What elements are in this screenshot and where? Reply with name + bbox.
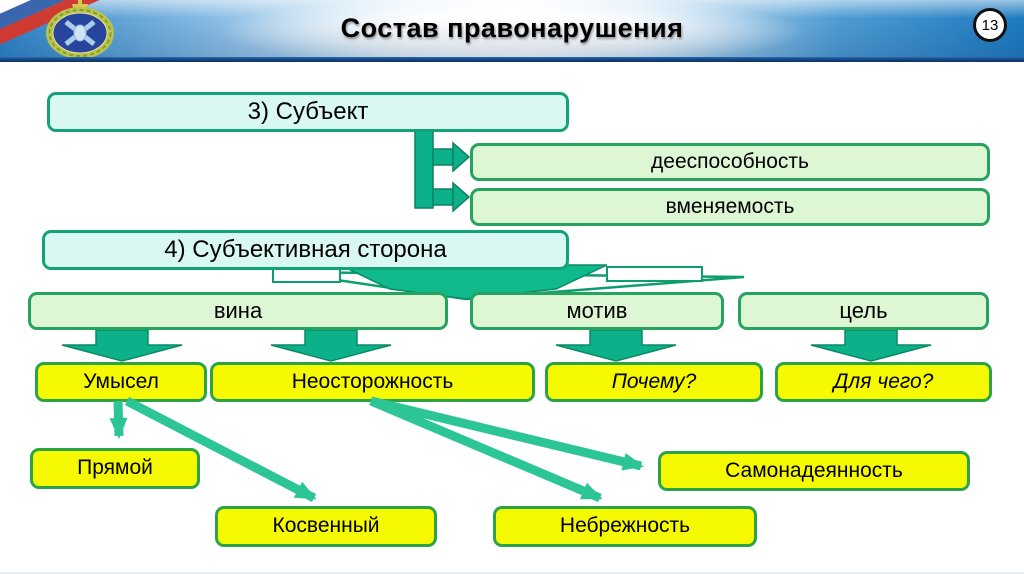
node-intent: Умысел bbox=[35, 362, 207, 402]
slide-title: Состав правонарушения bbox=[340, 13, 684, 43]
node-carelessness: Небрежность bbox=[493, 506, 757, 547]
node-subjective-side-label: 4) Субъективная сторона bbox=[164, 236, 447, 264]
arrow-guilt-to-negligence bbox=[270, 329, 392, 362]
node-goal-label: цель bbox=[839, 298, 888, 324]
node-negligence-label: Неосторожность bbox=[291, 369, 454, 393]
node-motive: мотив bbox=[470, 292, 724, 330]
node-guilt: вина bbox=[28, 292, 448, 330]
arrow-intent-to-direct bbox=[109, 400, 128, 439]
node-direct-label: Прямой bbox=[77, 456, 153, 480]
node-subject: 3) Субъект bbox=[47, 92, 569, 132]
node-indirect-label: Косвенный bbox=[272, 514, 380, 538]
node-intent-label: Умысел bbox=[83, 369, 159, 393]
node-capacity-label: дееспособность bbox=[651, 149, 809, 173]
node-negligence: Неосторожность bbox=[210, 362, 535, 402]
node-what-for: Для чего? bbox=[775, 362, 992, 402]
node-direct: Прямой bbox=[30, 448, 200, 489]
arrow-guilt-to-intent bbox=[61, 329, 183, 362]
node-what-for-label: Для чего? bbox=[833, 369, 934, 393]
node-indirect: Косвенный bbox=[215, 506, 437, 547]
node-subject-label: 3) Субъект bbox=[247, 98, 369, 126]
page-number: 13 bbox=[981, 16, 999, 34]
node-overconfidence: Самонадеянность bbox=[658, 451, 970, 491]
subject-bracket-connector bbox=[414, 127, 471, 213]
arrow-motive-to-why bbox=[555, 329, 677, 362]
node-guilt-label: вина bbox=[213, 298, 263, 324]
node-capacity: дееспособность bbox=[470, 143, 990, 181]
node-sanity: вменяемость bbox=[470, 188, 990, 226]
slide-header: Состав правонарушения 13 bbox=[0, 0, 1024, 59]
arrow-negligence-to-overconfidence bbox=[369, 396, 644, 471]
page-number-badge: 13 bbox=[973, 8, 1007, 42]
node-sanity-label: вменяемость bbox=[665, 194, 795, 218]
arrow-negligence-to-carelessness bbox=[369, 396, 603, 503]
arrow-goal-to-whatfor bbox=[810, 329, 932, 362]
node-why: Почему? bbox=[545, 362, 763, 402]
node-subjective-side: 4) Субъективная сторона bbox=[42, 230, 569, 270]
node-goal: цель bbox=[738, 292, 989, 330]
header-divider bbox=[0, 57, 1024, 62]
node-carelessness-label: Небрежность bbox=[559, 514, 691, 538]
russian-flag-crest-icon bbox=[0, 0, 189, 59]
node-motive-label: мотив bbox=[566, 298, 628, 324]
node-why-label: Почему? bbox=[611, 369, 697, 393]
node-overconfidence-label: Самонадеянность bbox=[725, 458, 903, 482]
